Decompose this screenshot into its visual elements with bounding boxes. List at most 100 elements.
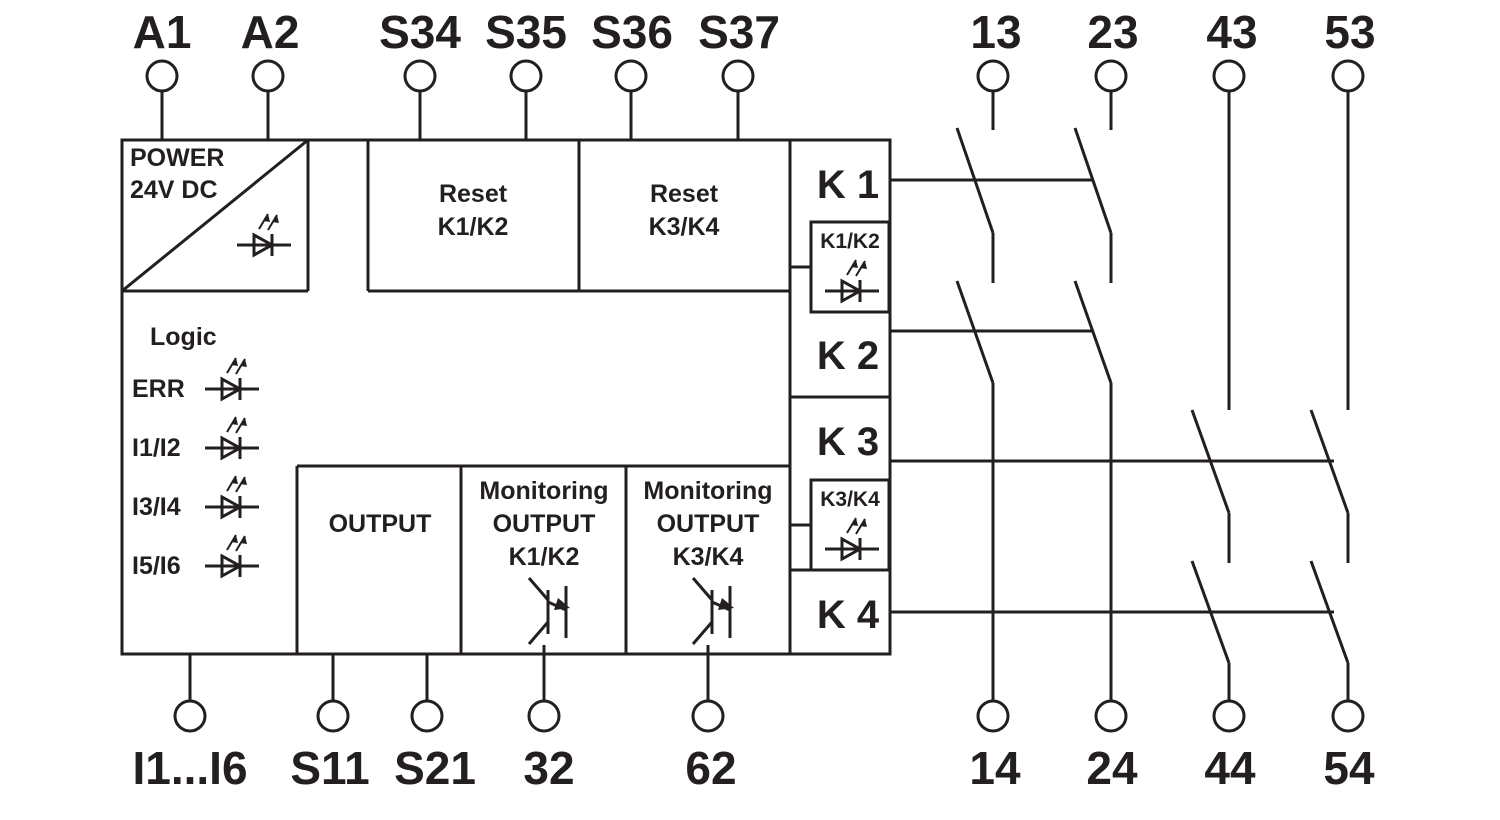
contact-icon — [955, 127, 995, 283]
terminal-label-s36: S36 — [591, 6, 673, 58]
terminal-icon[interactable] — [721, 59, 755, 93]
terminal-s37[interactable]: S37 — [698, 6, 780, 140]
reset-k3k4-block: Reset K3/K4 — [649, 180, 720, 241]
terminal-icon[interactable] — [1331, 699, 1365, 733]
terminal-icon[interactable] — [1331, 59, 1365, 93]
terminal-label-a2: A2 — [241, 6, 300, 58]
terminal-53[interactable]: 53 — [1324, 6, 1376, 410]
terminal-icon[interactable] — [691, 699, 725, 733]
terminal-32[interactable]: 32 — [523, 645, 575, 794]
led-icon — [235, 212, 293, 258]
reset-k3k4-label: K3/K4 — [649, 213, 720, 241]
module-housing — [120, 138, 892, 656]
terminal-icon[interactable] — [976, 699, 1010, 733]
terminal-label-24: 24 — [1086, 742, 1138, 794]
terminal-icon[interactable] — [527, 699, 561, 733]
top-terminals: A1 A2 S34 S35 S36 S37 — [133, 6, 1376, 410]
terminal-label-14: 14 — [969, 742, 1021, 794]
terminal-icon[interactable] — [145, 59, 179, 93]
reset-k1k2-title: Reset — [439, 180, 508, 208]
terminal-icon[interactable] — [173, 699, 207, 733]
terminal-icon[interactable] — [1094, 699, 1128, 733]
terminal-icon[interactable] — [403, 59, 437, 93]
terminal-label-62: 62 — [685, 742, 736, 794]
terminal-a1[interactable]: A1 — [133, 6, 192, 140]
terminal-label-44: 44 — [1204, 742, 1256, 794]
monitoring-k3k4-line2: OUTPUT — [657, 510, 760, 538]
monitoring-k3k4-line1: Monitoring — [643, 477, 772, 505]
terminal-label-13: 13 — [970, 6, 1021, 58]
monitoring-output-k1k2-block: Monitoring OUTPUT K1/K2 — [479, 477, 609, 646]
bottom-terminals: I1...I6 S11 S21 32 62 14 24 — [132, 645, 1375, 794]
terminal-a2[interactable]: A2 — [241, 6, 300, 140]
terminal-s21[interactable]: S21 — [394, 654, 476, 794]
terminal-icon[interactable] — [1212, 699, 1246, 733]
terminal-icon[interactable] — [410, 699, 444, 733]
led-label-i5i6: I5/I6 — [132, 552, 181, 580]
logic-title: Logic — [150, 323, 217, 351]
contact-icon — [1073, 127, 1113, 283]
led-icon — [203, 474, 261, 520]
reset-k1k2-block: Reset K1/K2 — [438, 180, 509, 241]
contact-icon — [1309, 409, 1350, 563]
terminal-62[interactable]: 62 — [685, 645, 737, 794]
terminal-54[interactable]: 54 — [1323, 699, 1375, 794]
transistor-icon — [691, 576, 736, 646]
monitoring-k1k2-line3: K1/K2 — [509, 543, 580, 571]
contact-icon — [1309, 560, 1350, 700]
logic-block: Logic ERR I1/I2 I3/I4 I5/I6 — [132, 323, 261, 580]
terminal-label-s35: S35 — [485, 6, 567, 58]
terminal-s36[interactable]: S36 — [591, 6, 673, 140]
terminal-icon[interactable] — [1094, 59, 1128, 93]
led-label-k1k2: K1/K2 — [820, 230, 880, 253]
monitoring-k1k2-line1: Monitoring — [479, 477, 608, 505]
terminal-43[interactable]: 43 — [1206, 6, 1258, 410]
terminal-i1-i6[interactable]: I1...I6 — [132, 654, 248, 794]
contact-icon — [1190, 409, 1231, 563]
terminal-s11[interactable]: S11 — [290, 654, 370, 794]
terminal-s34[interactable]: S34 — [379, 6, 461, 140]
led-icon — [823, 516, 881, 562]
terminal-label-a1: A1 — [133, 6, 192, 58]
terminal-icon[interactable] — [509, 59, 543, 93]
terminal-label-53: 53 — [1324, 6, 1375, 58]
reset-k3k4-title: Reset — [650, 180, 719, 208]
led-icon — [823, 258, 881, 304]
output-label: OUTPUT — [329, 510, 432, 538]
led-icon — [203, 415, 261, 461]
led-icon — [203, 533, 261, 579]
reset-k1k2-label: K1/K2 — [438, 213, 509, 241]
terminal-13[interactable]: 13 — [970, 6, 1022, 130]
power-block: POWER 24V DC — [130, 144, 293, 258]
terminal-s35[interactable]: S35 — [485, 6, 567, 140]
output-block: OUTPUT — [329, 510, 432, 538]
terminal-label-43: 43 — [1206, 6, 1257, 58]
led-label-k3k4: K3/K4 — [820, 488, 880, 511]
terminal-icon[interactable] — [614, 59, 648, 93]
terminal-icon[interactable] — [1212, 59, 1246, 93]
led-label-err: ERR — [132, 375, 185, 403]
relay-coils: K 1 K 2 K 3 K 4 K1/K2 K3/K4 — [790, 163, 891, 637]
terminal-icon[interactable] — [976, 59, 1010, 93]
monitoring-output-k3k4-block: Monitoring OUTPUT K3/K4 — [643, 477, 773, 646]
led-icon — [203, 356, 261, 402]
contact-icon — [955, 280, 995, 700]
coil-k2: K 2 — [817, 334, 879, 378]
terminal-23[interactable]: 23 — [1087, 6, 1139, 130]
terminal-44[interactable]: 44 — [1204, 699, 1256, 794]
led-label-i1i2: I1/I2 — [132, 434, 181, 462]
terminal-label-54: 54 — [1323, 742, 1375, 794]
transistor-icon — [527, 576, 572, 646]
power-voltage-label: 24V DC — [130, 176, 218, 204]
terminal-label-23: 23 — [1087, 6, 1138, 58]
terminal-icon[interactable] — [316, 699, 350, 733]
terminal-14[interactable]: 14 — [969, 699, 1021, 794]
relay-contacts — [890, 127, 1350, 700]
coil-k1: K 1 — [817, 163, 879, 207]
coil-k3: K 3 — [817, 420, 879, 464]
terminal-24[interactable]: 24 — [1086, 699, 1138, 794]
led-label-i3i4: I3/I4 — [132, 493, 181, 521]
terminal-label-i1-i6: I1...I6 — [132, 742, 247, 794]
terminal-icon[interactable] — [251, 59, 285, 93]
terminal-label-s37: S37 — [698, 6, 780, 58]
